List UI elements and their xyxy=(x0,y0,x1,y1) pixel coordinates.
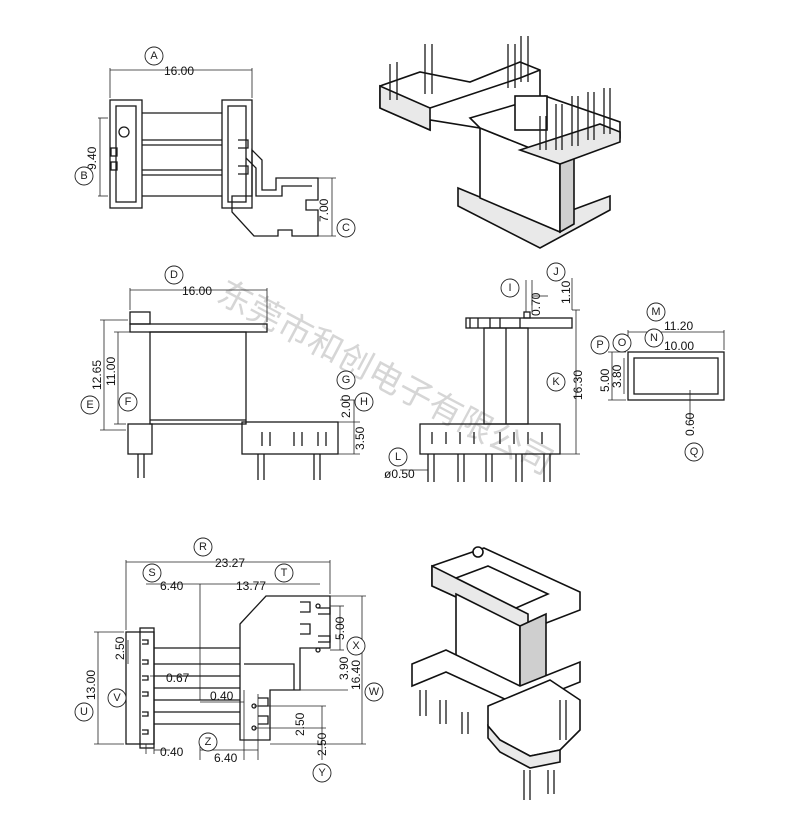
dim-k-value: 16.30 xyxy=(571,370,585,400)
label-s: S xyxy=(142,563,162,583)
dim-c-value: 7.00 xyxy=(317,198,331,222)
svg-text:W: W xyxy=(369,686,380,698)
isometric-view-bottom xyxy=(411,546,581,800)
label-a: A xyxy=(144,46,164,66)
dim-h-value: 3.50 xyxy=(353,426,367,450)
dim-v3-value: 0.40 xyxy=(160,745,184,759)
label-l: L xyxy=(388,447,408,467)
dim-y1-value: 2.50 xyxy=(293,712,307,736)
svg-text:U: U xyxy=(80,706,88,718)
label-z: Z xyxy=(198,732,218,752)
svg-text:L: L xyxy=(395,451,401,463)
label-x: X xyxy=(346,636,366,656)
dim-v1-value: 2.50 xyxy=(113,636,127,660)
reference-labels: A B C D E F G H I J K L M N O P Q R S T … xyxy=(74,46,704,783)
svg-text:K: K xyxy=(552,376,560,388)
dim-t-value: 13.77 xyxy=(236,579,266,593)
dim-g-value: 2.00 xyxy=(339,394,353,418)
label-p: P xyxy=(590,335,610,355)
svg-text:M: M xyxy=(651,306,660,318)
label-d: D xyxy=(164,265,184,285)
svg-text:V: V xyxy=(113,692,121,704)
dim-x2-value: 3.90 xyxy=(337,656,351,680)
svg-text:S: S xyxy=(148,567,155,579)
label-j: J xyxy=(546,262,566,282)
isometric-view-top xyxy=(379,36,621,249)
dim-u-value: 13.00 xyxy=(84,670,98,700)
dim-f-value: 11.00 xyxy=(104,357,118,386)
svg-text:N: N xyxy=(650,332,658,344)
bottom-view: 23.27 6.40 13.77 13.00 2.50 0.67 0.40 16… xyxy=(84,556,366,765)
dim-z2-value: 6.40 xyxy=(214,751,238,765)
svg-text:B: B xyxy=(80,170,87,182)
dim-d-value: 16.00 xyxy=(182,284,212,298)
dim-i-value: 0.70 xyxy=(529,292,543,316)
dim-r-value: 23.27 xyxy=(215,556,245,570)
dim-q-value: 0.60 xyxy=(683,412,697,436)
dim-j-value: 1.10 xyxy=(559,280,573,304)
dim-l-value: ø0.50 xyxy=(384,467,415,481)
pins xyxy=(389,36,611,150)
svg-text:O: O xyxy=(618,337,627,349)
svg-text:H: H xyxy=(360,396,368,408)
svg-text:D: D xyxy=(170,269,178,281)
dim-e-value: 12.65 xyxy=(90,360,104,390)
label-e: E xyxy=(80,395,100,415)
label-t: T xyxy=(274,563,294,583)
side-view: 16.00 12.65 11.00 2.00 3.50 xyxy=(90,284,367,480)
dim-n-value: 10.00 xyxy=(664,339,694,353)
label-u: U xyxy=(74,702,94,722)
label-g: G xyxy=(336,370,356,390)
label-i: I xyxy=(500,278,520,298)
svg-text:F: F xyxy=(125,396,132,408)
cross-section-view: 11.20 10.00 5.00 3.80 0.60 xyxy=(598,319,725,436)
svg-text:C: C xyxy=(342,222,350,234)
svg-text:G: G xyxy=(342,374,351,386)
svg-text:E: E xyxy=(86,399,93,411)
svg-text:R: R xyxy=(199,541,207,553)
svg-text:X: X xyxy=(352,640,360,652)
svg-text:P: P xyxy=(596,339,603,351)
svg-text:J: J xyxy=(553,266,559,278)
svg-text:I: I xyxy=(508,282,511,294)
watermark: 东莞市和创电子有限公司 xyxy=(211,273,560,484)
dim-m-value: 11.20 xyxy=(664,319,693,333)
dim-b-value: 9.40 xyxy=(85,146,99,170)
label-q: Q xyxy=(684,442,704,462)
svg-text:A: A xyxy=(150,50,158,62)
label-o: O xyxy=(612,333,632,353)
label-f: F xyxy=(118,392,138,412)
label-m: M xyxy=(646,302,666,322)
dim-y2-value: 2.50 xyxy=(315,732,329,756)
svg-text:Z: Z xyxy=(205,736,212,748)
dim-v2-value: 0.67 xyxy=(166,671,190,685)
front-view: 0.70 1.10 16.30 ø0.50 xyxy=(384,278,585,482)
label-y: Y xyxy=(312,763,332,783)
label-b: B xyxy=(74,166,94,186)
label-w: W xyxy=(364,682,384,702)
svg-text:Q: Q xyxy=(690,446,699,458)
label-v: V xyxy=(107,688,127,708)
dim-s-value: 6.40 xyxy=(160,579,184,593)
label-c: C xyxy=(336,218,356,238)
label-r: R xyxy=(193,537,213,557)
svg-text:T: T xyxy=(281,567,288,579)
label-n: N xyxy=(644,328,664,348)
dim-z1-value: 0.40 xyxy=(210,689,234,703)
top-view: 16.00 9.40 7.00 xyxy=(85,64,336,237)
dim-o-value: 3.80 xyxy=(610,364,624,388)
label-k: K xyxy=(546,372,566,392)
label-h: H xyxy=(354,392,374,412)
dim-x1-value: 5.00 xyxy=(333,616,347,640)
dim-w-value: 16.40 xyxy=(349,660,363,690)
dim-a-value: 16.00 xyxy=(164,64,194,78)
dim-p-value: 5.00 xyxy=(598,368,612,392)
svg-text:Y: Y xyxy=(318,767,326,779)
